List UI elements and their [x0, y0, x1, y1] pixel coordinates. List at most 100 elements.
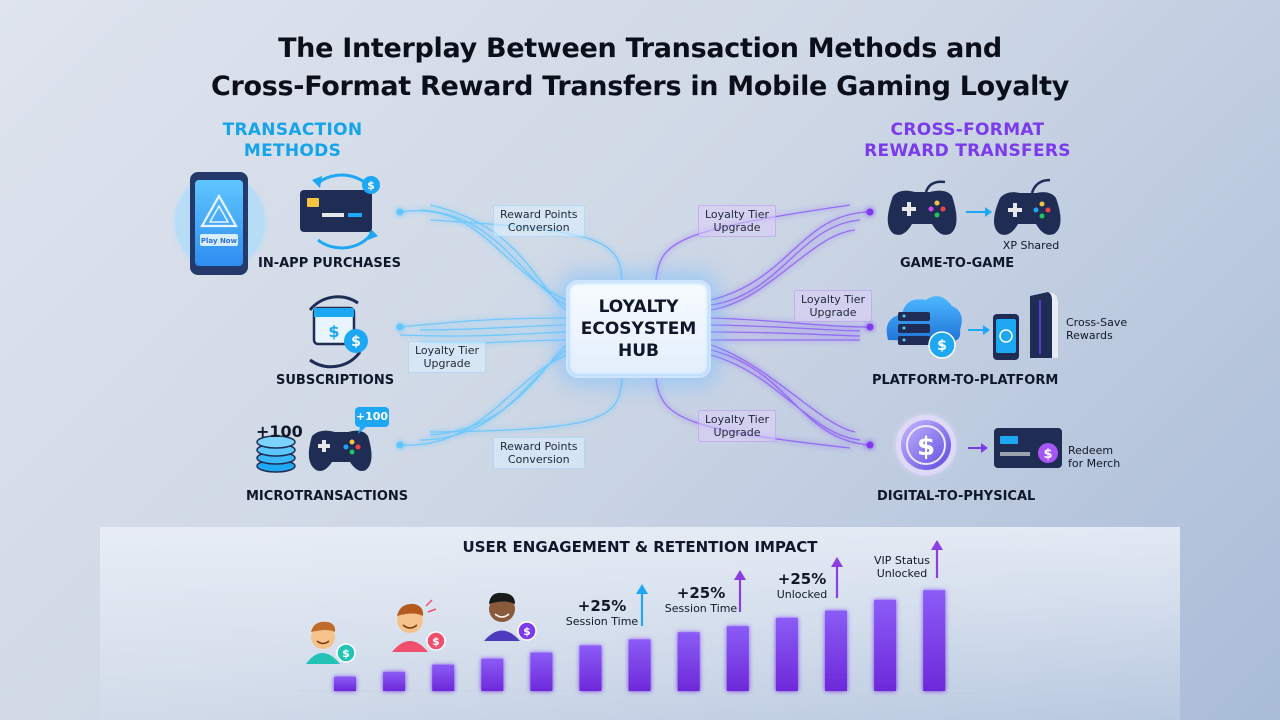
connector-label-bottom-right: Loyalty Tier Upgrade [698, 410, 777, 442]
right-connectors [655, 204, 871, 449]
annotation-text: Session Time [565, 615, 639, 628]
heading-line: TRANSACTION [222, 120, 363, 140]
xp-shared-note: XP Shared [1002, 239, 1060, 252]
pill-line: Upgrade [713, 221, 761, 234]
svg-text:$: $ [1043, 447, 1052, 462]
user-avatar: $ [392, 599, 446, 652]
impact-bar [923, 590, 946, 691]
impact-bar [726, 626, 749, 691]
connector-label-mid-right: Loyalty Tier Upgrade [794, 290, 873, 322]
credit-card-icon: $ [300, 173, 380, 250]
title-line-2: Cross-Format Reward Transfers in Mobile … [210, 71, 1070, 102]
annotation-text: Session Time [664, 602, 738, 615]
pill-line: Reward Points [500, 208, 578, 221]
heading-line: METHODS [243, 141, 342, 161]
points-badge: +100 [256, 422, 303, 441]
hub-line: HUB [618, 341, 659, 361]
arrow-right-icon [966, 207, 992, 217]
impact-bar [628, 639, 651, 691]
impact-annotation: +25% Session Time [661, 584, 741, 616]
coin-icon: $ [896, 415, 956, 475]
impact-bar [874, 599, 897, 691]
svg-text:$: $ [328, 322, 339, 341]
cross-save-note: Cross-Save Rewards [1066, 316, 1127, 342]
connector-label-top-left: Reward Points Conversion [493, 205, 585, 237]
annotation-text: Unlocked [876, 567, 928, 580]
hub-line: LOYALTY [598, 297, 679, 317]
speech-bubble-icon [355, 407, 389, 434]
impact-bar [677, 632, 700, 691]
svg-text:$: $ [523, 625, 531, 638]
platform-to-platform-label: PLATFORM-TO-PLATFORM [872, 373, 1059, 388]
subscriptions-label: SUBSCRIPTIONS [276, 373, 395, 388]
console-icon [1030, 292, 1058, 358]
growth-arrow-icon [636, 584, 648, 626]
pill-line: Upgrade [423, 357, 471, 370]
svg-text:$: $ [351, 334, 361, 350]
impact-bar [579, 645, 602, 691]
game-to-game-label: GAME-TO-GAME [900, 256, 1015, 271]
in-app-purchases-label: IN-APP PURCHASES [258, 256, 401, 271]
hub-line: ECOSYSTEM [580, 319, 697, 339]
pill-line: Reward Points [500, 440, 578, 453]
connector-label-bottom-left: Reward Points Conversion [493, 437, 585, 469]
left-connectors [399, 204, 623, 446]
page-title: The Interplay Between Transaction Method… [0, 30, 1280, 106]
growth-arrow-icon [931, 540, 943, 578]
transaction-methods-heading: TRANSACTION METHODS [205, 120, 380, 162]
note-line: for Merch [1068, 457, 1121, 470]
note-line: Cross-Save [1066, 316, 1128, 329]
annotation-text: VIP Status [874, 554, 930, 567]
impact-title: USER ENGAGEMENT & RETENTION IMPACT [462, 538, 818, 556]
cross-format-heading: CROSS-FORMAT REWARD TRANSFERS [840, 120, 1095, 162]
pill-line: Loyalty Tier [801, 293, 866, 306]
left-connector-dots [396, 208, 404, 449]
pill-line: Conversion [507, 221, 570, 234]
impact-bar [481, 658, 504, 691]
heading-line: REWARD TRANSFERS [864, 141, 1071, 161]
right-connector-dots [866, 208, 874, 449]
gift-card-icon: $ [994, 428, 1062, 468]
impact-bar [432, 664, 455, 691]
microtransactions-label: MICROTRANSACTIONS [246, 489, 409, 504]
connector-label-mid-left: Loyalty Tier Upgrade [408, 341, 487, 373]
speech-bubble-text: +100 [355, 410, 389, 423]
svg-text:$: $ [367, 179, 375, 192]
pill-line: Loyalty Tier [415, 344, 480, 357]
impact-annotation: VIP Status Unlocked [862, 554, 942, 580]
user-avatar: $ [484, 592, 537, 641]
gamepad-icon [887, 180, 957, 235]
pill-line: Loyalty Tier [705, 208, 770, 221]
impact-bar [334, 676, 356, 691]
redeem-note: Redeem for Merch [1068, 444, 1120, 470]
growth-arrow-icon [831, 557, 843, 598]
phone-icon [175, 172, 265, 275]
annotation-value: +25% [676, 584, 726, 602]
svg-text:$: $ [432, 635, 440, 648]
impact-bar [530, 652, 553, 691]
digital-to-physical-label: DIGITAL-TO-PHYSICAL [877, 489, 1036, 504]
heading-line: CROSS-FORMAT [890, 120, 1045, 140]
arrow-right-icon [968, 443, 988, 453]
annotation-text: Unlocked [776, 588, 828, 601]
growth-arrow-icon [734, 570, 746, 612]
phone-play-button: Play Now [200, 237, 238, 245]
user-avatar: $ [306, 621, 356, 664]
smartphone-icon [993, 314, 1019, 360]
impact-annotation: +25% Session Time [562, 597, 642, 629]
pill-line: Loyalty Tier [705, 413, 770, 426]
annotation-value: +25% [777, 570, 827, 588]
impact-bar [383, 671, 406, 691]
loyalty-hub: LOYALTY ECOSYSTEM HUB [566, 280, 711, 378]
pill-line: Conversion [507, 453, 570, 466]
coin-stack-icon [256, 435, 296, 473]
impact-annotation: +25% Unlocked [762, 570, 842, 602]
svg-text:$: $ [917, 432, 935, 462]
impact-bar [825, 610, 847, 691]
annotation-value: +25% [577, 597, 627, 615]
gamepad-icon [994, 178, 1061, 235]
title-line-1: The Interplay Between Transaction Method… [278, 33, 1002, 64]
svg-text:$: $ [342, 647, 350, 660]
